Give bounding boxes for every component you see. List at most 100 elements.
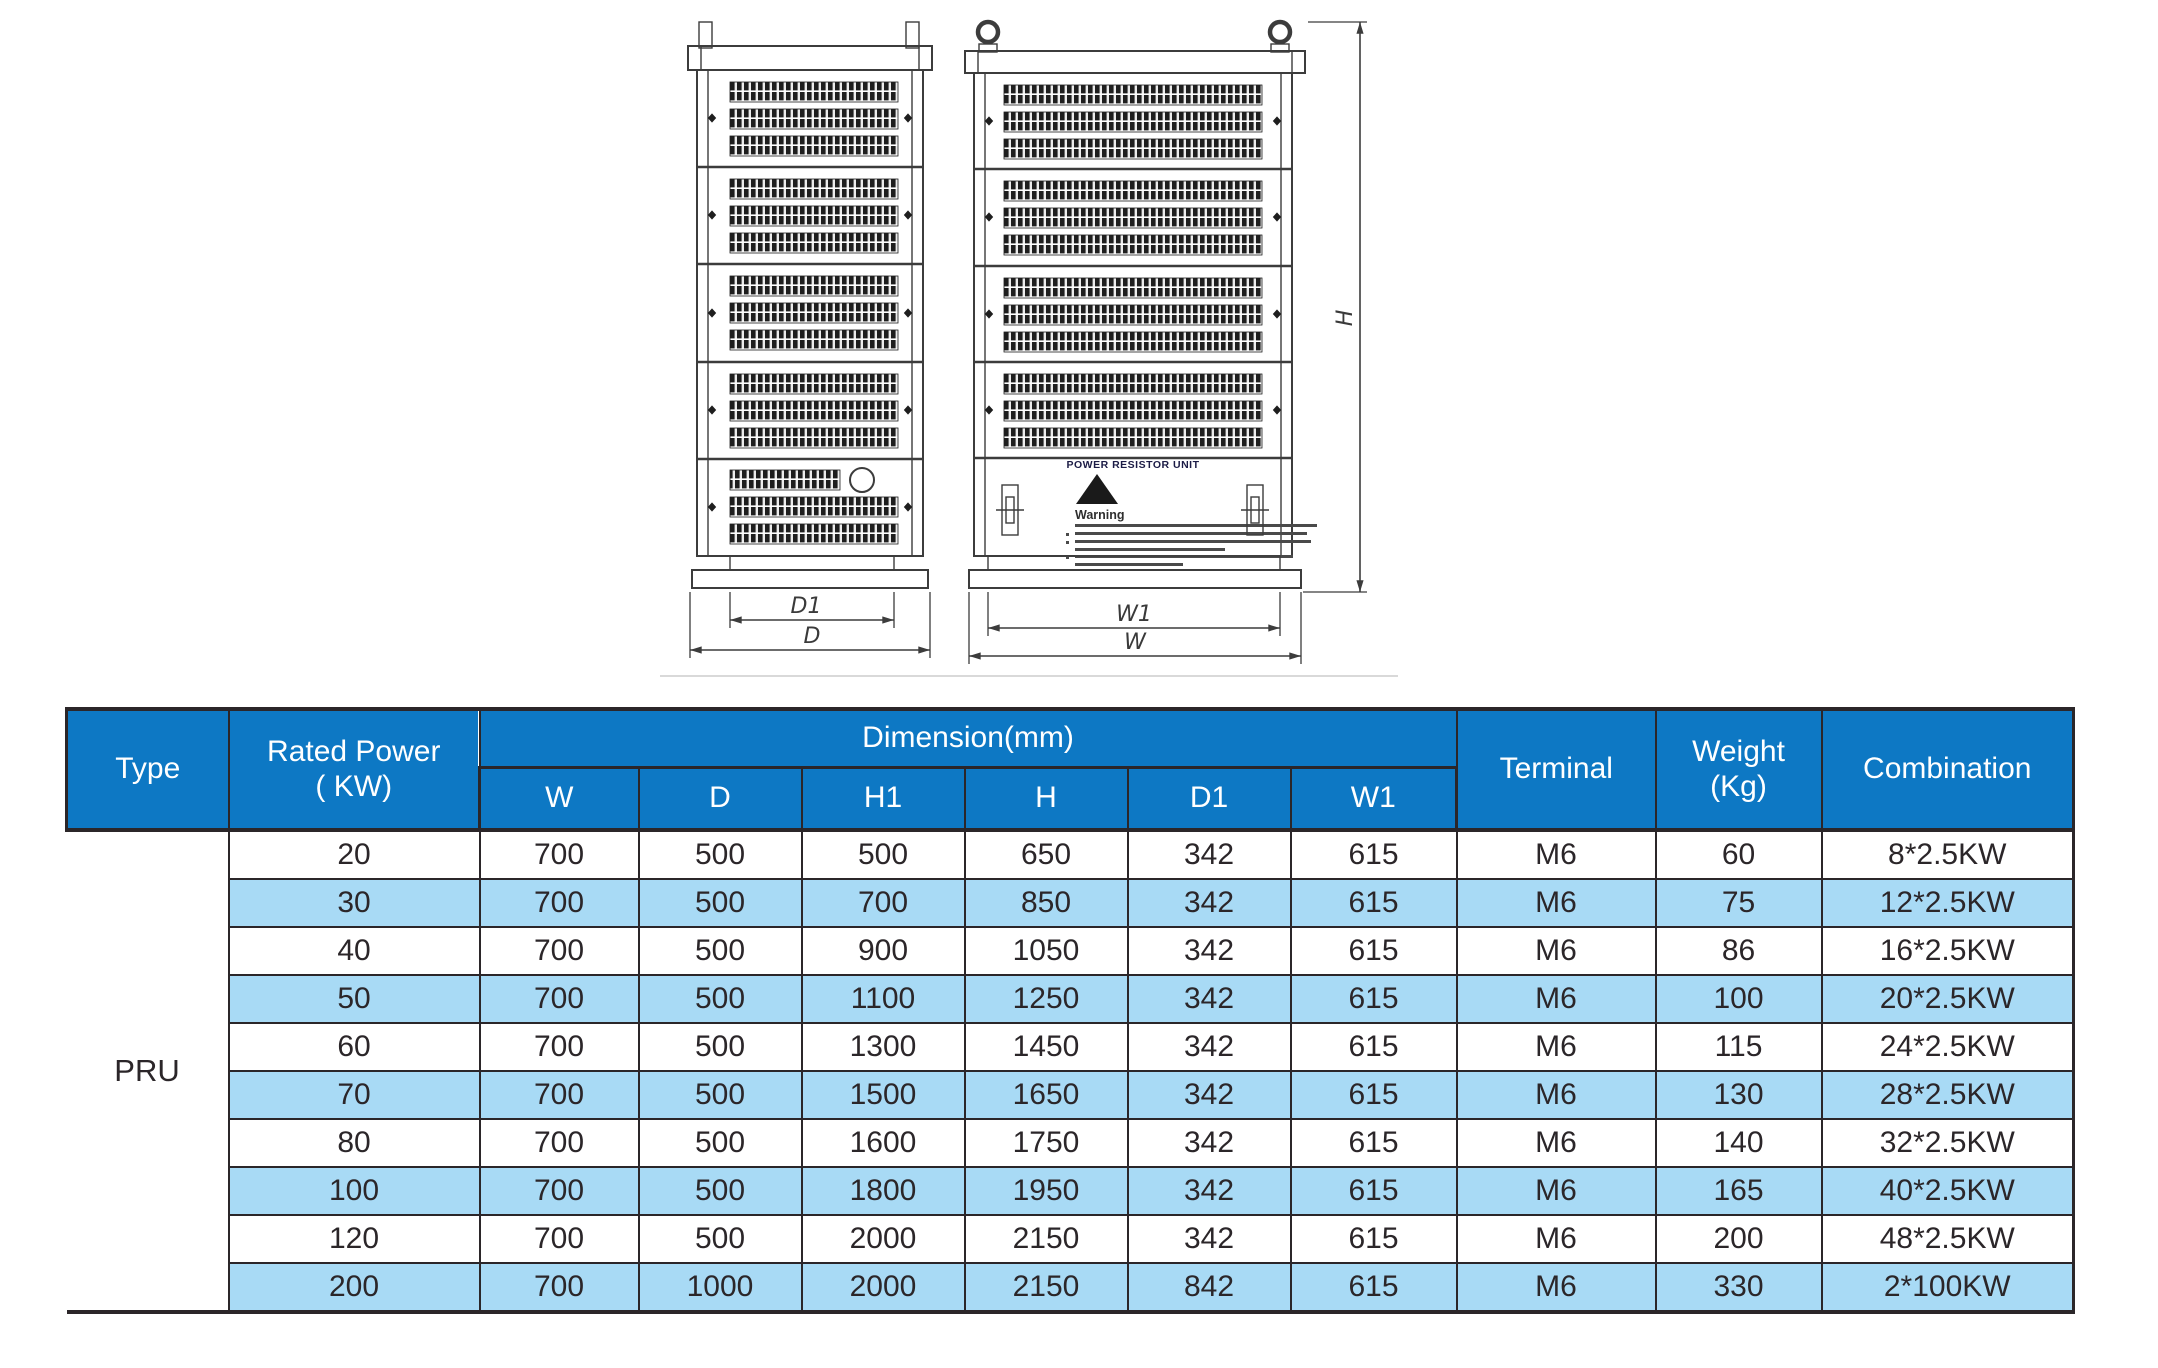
table-cell: 48*2.5KW (1820, 1214, 2075, 1264)
table-cell: 500 (637, 878, 803, 928)
header-w1: W1 (1289, 766, 1458, 832)
table-cell: 1450 (963, 1022, 1129, 1072)
table-cell: 60 (1654, 829, 1823, 880)
table-cell: 16*2.5KW (1820, 926, 2075, 976)
table-cell: 28*2.5KW (1820, 1070, 2075, 1120)
table-cell: 330 (1654, 1262, 1823, 1314)
table-cell: 2000 (800, 1262, 966, 1314)
header-d1: D1 (1126, 766, 1292, 832)
table-cell: 1650 (963, 1070, 1129, 1120)
table-cell: 615 (1289, 1166, 1458, 1216)
table-cell: 500 (637, 1118, 803, 1168)
spec-table: Type Rated Power ( KW) Dimension(mm) Ter… (65, 707, 2075, 1314)
table-cell: 2150 (963, 1262, 1129, 1314)
table-cell: M6 (1455, 1022, 1657, 1072)
table-cell: 1100 (800, 974, 966, 1024)
table-cell: M6 (1455, 878, 1657, 928)
table-cell: 700 (478, 926, 640, 976)
warning-title-label: Warning (1075, 508, 1125, 522)
header-rated-power: Rated Power ( KW) (227, 707, 481, 832)
table-cell: M6 (1455, 1166, 1657, 1216)
table-cell: 500 (637, 1070, 803, 1120)
dim-label-d1: D1 (791, 594, 822, 619)
table-cell: 842 (1126, 1262, 1292, 1314)
table-cell: 700 (478, 1166, 640, 1216)
table-cell: 342 (1126, 926, 1292, 976)
dim-label-w: W (1124, 630, 1147, 655)
header-h: H (963, 766, 1129, 832)
dimension-h: H (1303, 21, 1367, 593)
table-cell: 30 (227, 878, 481, 928)
table-cell: M6 (1455, 974, 1657, 1024)
header-w: W (478, 766, 640, 832)
eye-bolt-icon (975, 19, 1293, 53)
technical-drawing: D1 D (660, 19, 1398, 677)
knob-icon (849, 467, 875, 493)
table-cell: 20 (227, 829, 481, 880)
table-cell: 615 (1289, 1214, 1458, 1264)
table-cell: 1800 (800, 1166, 966, 1216)
table-cell: 12*2.5KW (1820, 878, 2075, 928)
table-cell: 8*2.5KW (1820, 829, 2075, 880)
table-cell: 615 (1289, 1022, 1458, 1072)
table-cell: 100 (1654, 974, 1823, 1024)
table-cell: M6 (1455, 829, 1657, 880)
top-cap (687, 45, 933, 71)
table-cell: 1000 (637, 1262, 803, 1314)
header-weight: Weight (Kg) (1654, 707, 1823, 832)
cabinet-side-view: D1 D (687, 21, 933, 658)
warning-triangle-icon (1076, 474, 1118, 504)
table-cell: M6 (1455, 1118, 1657, 1168)
table-cell: M6 (1455, 1214, 1657, 1264)
door-latch-icon (996, 484, 1269, 536)
table-cell: 130 (1654, 1070, 1823, 1120)
table-cell: 650 (963, 829, 1129, 880)
table-cell: 700 (478, 1262, 640, 1314)
table-cell: 700 (800, 878, 966, 928)
table-cell: 500 (637, 1166, 803, 1216)
table-cell: 700 (478, 1070, 640, 1120)
table-cell: 342 (1126, 1118, 1292, 1168)
unit-title-label: POWER RESISTOR UNIT (1067, 459, 1200, 471)
base-step (729, 555, 895, 571)
table-cell: 500 (637, 1022, 803, 1072)
table-cell: 700 (478, 1214, 640, 1264)
table-cell: M6 (1455, 926, 1657, 976)
table-cell: 500 (637, 1214, 803, 1264)
table-cell: 342 (1126, 1214, 1292, 1264)
dim-label-h: H (1333, 310, 1358, 327)
table-cell: 1750 (963, 1118, 1129, 1168)
table-cell: 140 (1654, 1118, 1823, 1168)
table-cell: 2150 (963, 1214, 1129, 1264)
cabinet-front-view: POWER RESISTOR UNIT Warning (964, 19, 1367, 664)
table-cell: 615 (1289, 878, 1458, 928)
dim-label-w1: W1 (1116, 602, 1152, 627)
table-cell: 342 (1126, 1166, 1292, 1216)
table-cell: 200 (1654, 1214, 1823, 1264)
header-h1: H1 (800, 766, 966, 832)
type-cell: PRU (66, 829, 230, 1314)
table-cell: 70 (227, 1070, 481, 1120)
table-cell: 1500 (800, 1070, 966, 1120)
table-cell: 165 (1654, 1166, 1823, 1216)
table-cell: 900 (800, 926, 966, 976)
table-cell: 700 (478, 1118, 640, 1168)
table-cell: M6 (1455, 1070, 1657, 1120)
table-cell: 342 (1126, 1022, 1292, 1072)
table-cell: 615 (1289, 1118, 1458, 1168)
header-d: D (637, 766, 803, 832)
table-cell: 1300 (800, 1022, 966, 1072)
table-cell: 700 (478, 829, 640, 880)
table-cell: 20*2.5KW (1820, 974, 2075, 1024)
header-type: Type (65, 707, 230, 832)
table-cell: 115 (1654, 1022, 1823, 1072)
table-cell: 500 (637, 829, 803, 880)
